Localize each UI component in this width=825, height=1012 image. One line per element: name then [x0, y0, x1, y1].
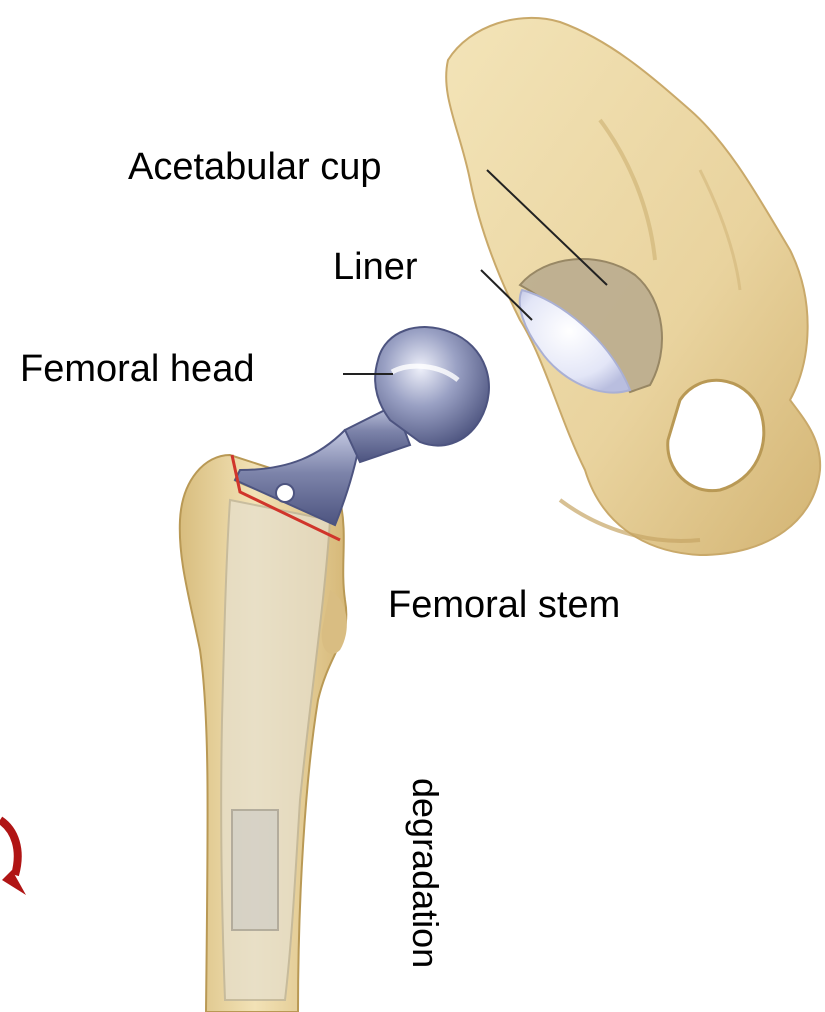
label-liner: Liner: [333, 248, 418, 286]
label-degradation: degradation: [407, 778, 443, 968]
degradation-arrow: [0, 820, 26, 895]
label-femoral-head: Femoral head: [20, 350, 254, 388]
label-acetabular-cup: Acetabular cup: [128, 148, 382, 186]
label-femoral-stem: Femoral stem: [388, 586, 620, 624]
